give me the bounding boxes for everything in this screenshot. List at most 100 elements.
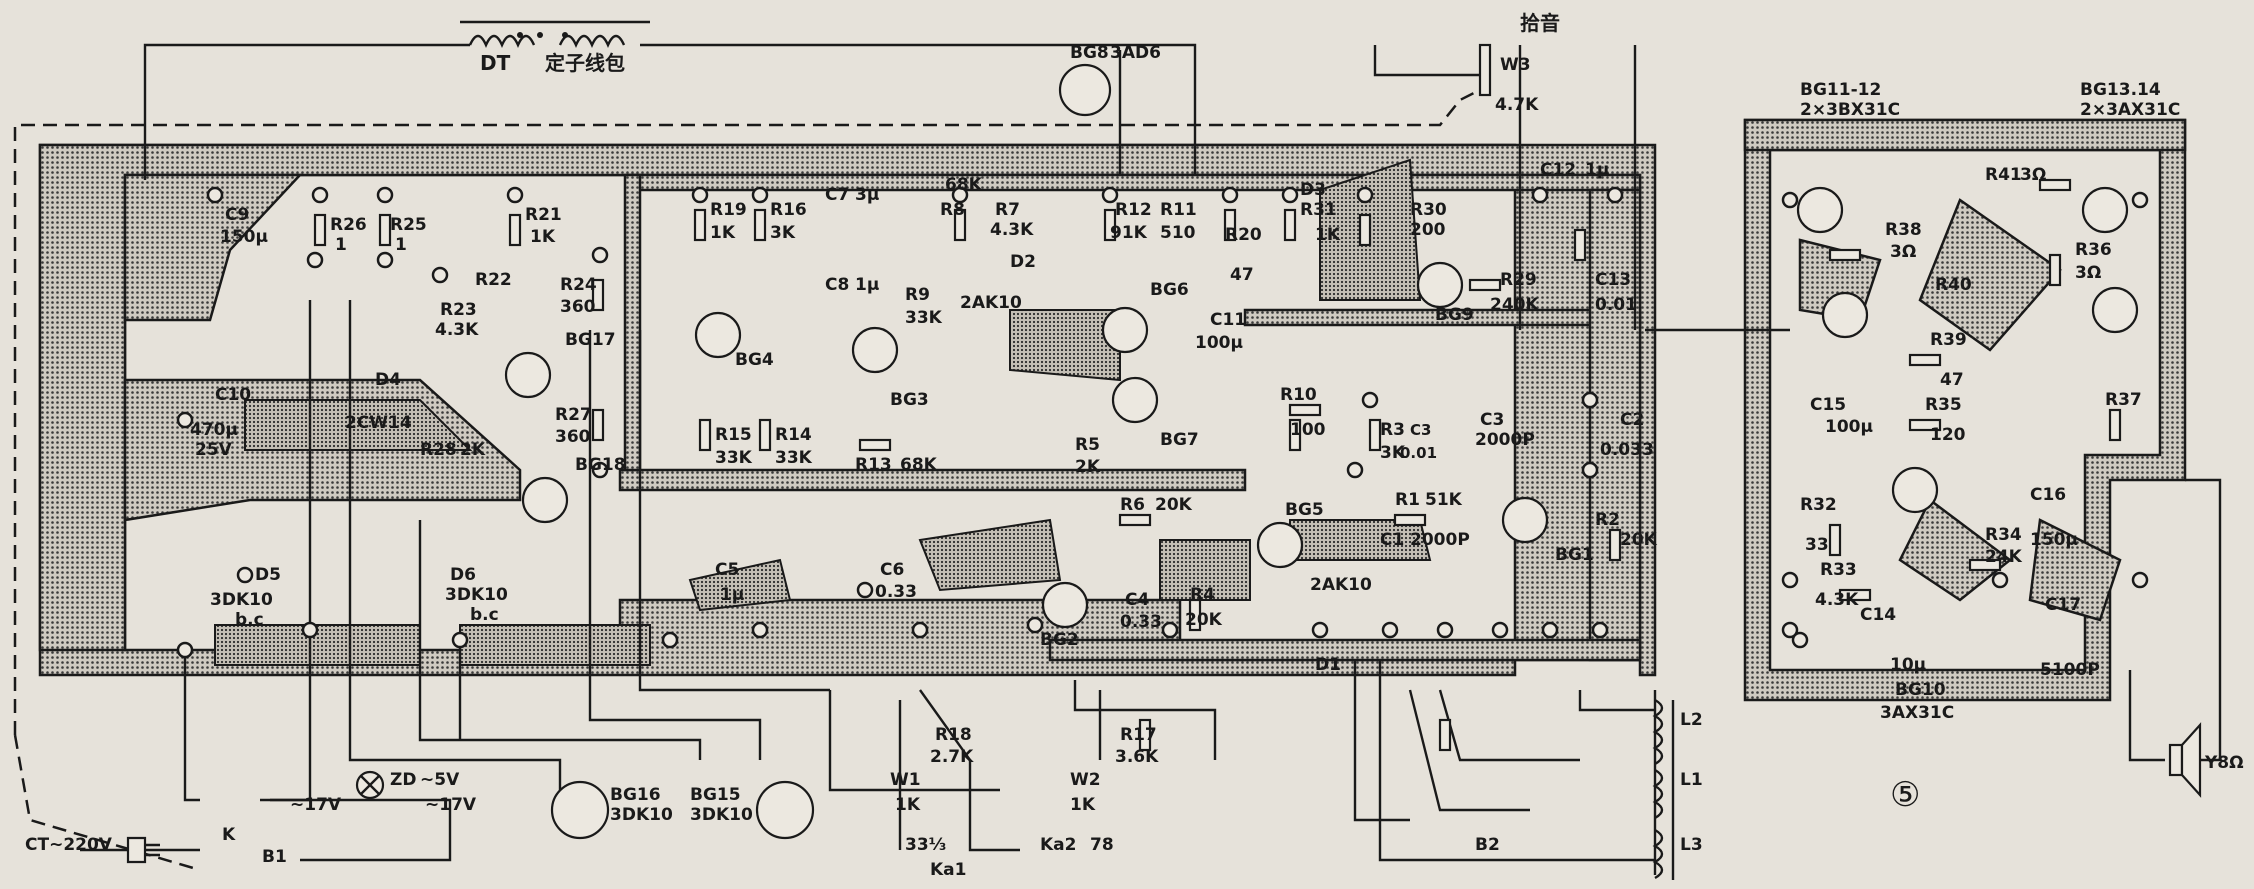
value-C8: 1μ [855, 275, 879, 295]
speaker-label: Y8Ω [2204, 753, 2244, 773]
value-W1: 1K [895, 795, 921, 815]
label-BG18: BG18 [575, 455, 626, 475]
value-R14: 33K [775, 448, 813, 468]
type-D1: 2AK10 [1310, 575, 1372, 595]
value-C17: 5100P [2040, 660, 2100, 680]
label-R13: R13 [855, 455, 892, 475]
label-BG1: BG1 [1555, 545, 1594, 565]
label-C3b: C3 [1480, 410, 1504, 430]
value-R6: 20K [1155, 495, 1193, 515]
type-BG10: 3AX31C [1880, 703, 1954, 723]
type-D5: 3DK10 [210, 590, 273, 610]
coil-labels: L2 L1 L3 B2 B1 [262, 710, 1703, 867]
type-BG8: 3AD6 [1110, 43, 1161, 63]
label-C5: C5 [715, 560, 739, 580]
label-C7: C7 [825, 185, 849, 205]
label-BG2: BG2 [1040, 630, 1079, 650]
value-R18: 2.7K [930, 747, 974, 767]
value-C7: 3μ [855, 185, 879, 205]
label-BG8: BG8 [1070, 43, 1109, 63]
value-W2: 1K [1070, 795, 1096, 815]
value-C16: 150μ [2030, 530, 2078, 550]
value-W3: 4.7K [1495, 95, 1539, 115]
label-W1: W1 [890, 770, 921, 790]
value-C6: 0.33 [875, 582, 917, 602]
wiring [13, 43, 2222, 875]
label-D6: D6 [450, 565, 476, 585]
value-R10: 100 [1290, 420, 1326, 440]
label-W2: W2 [1070, 770, 1101, 790]
note-D5: b.c [235, 610, 264, 630]
label-R32: R32 [1800, 495, 1837, 515]
value-R4: 20K [1185, 610, 1223, 630]
label-Ka2: Ka2 [1040, 835, 1076, 855]
figure-number: ⑤ [1890, 775, 1920, 815]
value-R31: 1K [1315, 225, 1341, 245]
value-R15: 33K [715, 448, 753, 468]
value-R3: 3K [1380, 443, 1406, 463]
power-labels: CT~220V ZD ~5V ~17V ~17V [25, 770, 477, 855]
label-C6: C6 [880, 560, 904, 580]
value-R39: 47 [1940, 370, 1964, 390]
label-C8: C8 [825, 275, 849, 295]
value-C3a: 0.01 [1400, 444, 1437, 462]
value-R34: 24K [1985, 547, 2023, 567]
value-C14: 10μ [1890, 655, 1926, 675]
pot-labels: W3 4.7K W1 1K W2 1K [890, 55, 1539, 815]
solder-holes [176, 186, 2149, 659]
label-C10: C10 [215, 385, 251, 405]
label-R37: R37 [2105, 390, 2142, 410]
value-R33: 4.3K [1815, 590, 1859, 610]
label-R35: R35 [1925, 395, 1962, 415]
value-C13: 0.01 [1595, 295, 1637, 315]
value-R23: 4.3K [435, 320, 479, 340]
header-labels: DT 定子线包 拾音 ⑤ [480, 11, 1920, 815]
transformer-label: 定子线包 [545, 51, 625, 75]
label-R14: R14 [775, 425, 812, 445]
switch-labels: Ka1 33⅓ Ka2 78 K [222, 825, 1114, 880]
value-R12: 91K [1110, 223, 1148, 243]
label-R8: R8 [940, 200, 965, 220]
label-B2: B2 [1475, 835, 1500, 855]
label-R41: R41 [1985, 165, 2022, 185]
label-R21: R21 [525, 205, 562, 225]
label-R3: R3 [1380, 420, 1405, 440]
label-R33: R33 [1820, 560, 1857, 580]
component-bodies [313, 43, 2122, 752]
label-R23: R23 [440, 300, 477, 320]
speed-Ka2: 78 [1090, 835, 1114, 855]
label-R5: R5 [1075, 435, 1100, 455]
value-R30: 200 [1410, 220, 1446, 240]
pilot-lamp-icon [355, 770, 385, 800]
right-board [1743, 118, 2187, 702]
value-R9: 33K [905, 308, 943, 328]
voltage-C10: 25V [195, 440, 233, 460]
value-R16: 3K [770, 223, 796, 243]
value-R29: 240K [1490, 295, 1539, 315]
type-BG13-14: 2×3AX31C [2080, 100, 2180, 120]
mains-label: CT~220V [25, 835, 113, 855]
label-C2: C2 [1620, 410, 1644, 430]
value-C12: 1μ [1585, 160, 1609, 180]
label-R15: R15 [715, 425, 752, 445]
label-BG17: BG17 [565, 330, 616, 350]
value-C2: 0.033 [1600, 440, 1654, 460]
value-R36: 3Ω [2075, 263, 2101, 283]
label-L3: L3 [1680, 835, 1703, 855]
value-R8: 68K [945, 175, 983, 195]
label-C1: C1 [1380, 530, 1404, 550]
value-R11: 510 [1160, 223, 1196, 243]
value-C1: 2000P [1410, 530, 1470, 550]
label-R24: R24 [560, 275, 597, 295]
value-R35: 120 [1930, 425, 1966, 445]
label-W3: W3 [1500, 55, 1531, 75]
label-R36: R36 [2075, 240, 2112, 260]
value-R1: 51K [1425, 490, 1463, 510]
label-R16: R16 [770, 200, 807, 220]
label-C11: C11 [1210, 310, 1246, 330]
type-D2: 2AK10 [960, 293, 1022, 313]
label-C14: C14 [1860, 605, 1896, 625]
label-R29: R29 [1500, 270, 1537, 290]
capacitor-labels: C9 150μ C10 470μ 25V C7 3μ C8 1μ C11 100… [190, 160, 2100, 680]
label-C15: C15 [1810, 395, 1846, 415]
